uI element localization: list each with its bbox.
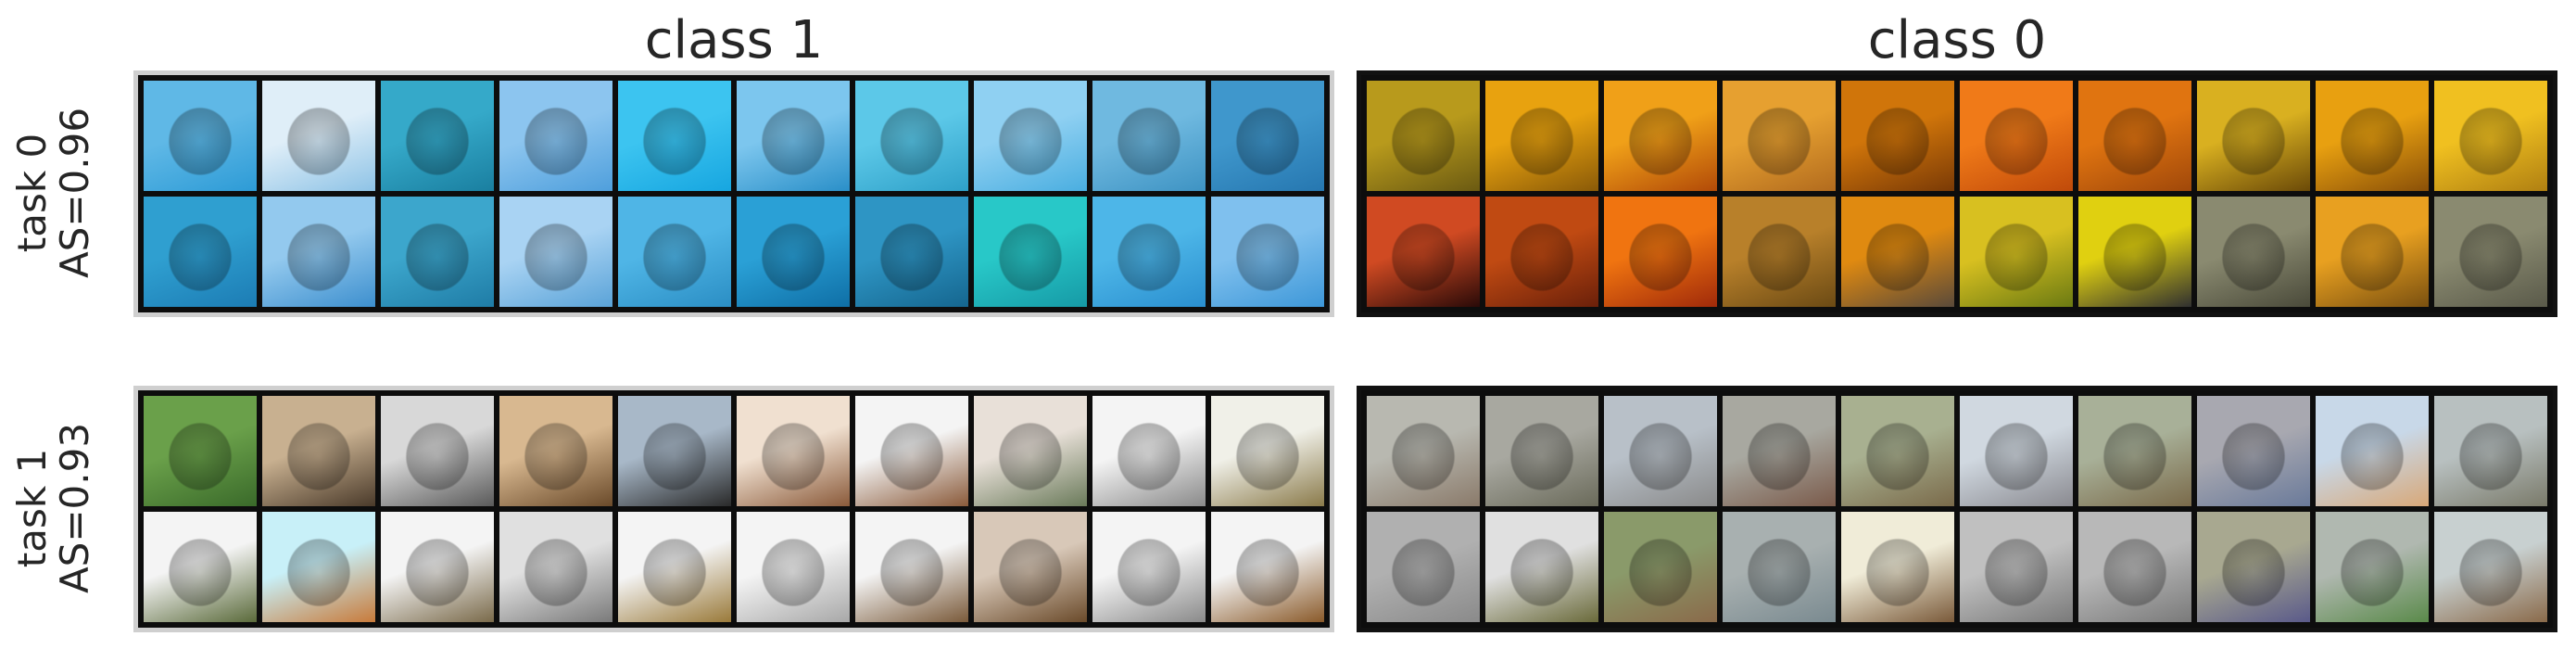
- image-thumbnail: [1960, 81, 2073, 191]
- image-thumbnail: [1841, 396, 1954, 506]
- image-thumbnail: [144, 81, 257, 191]
- image-thumbnail: [737, 81, 850, 191]
- image-thumbnail: [1092, 396, 1206, 506]
- image-thumbnail: [2078, 81, 2191, 191]
- image-thumbnail: [1723, 197, 1836, 307]
- row-label-task-1-text: task 1 AS=0.93: [9, 422, 97, 593]
- image-thumbnail: [1960, 396, 2073, 506]
- column-title-class-0: class 0: [1867, 10, 2047, 70]
- image-thumbnail: [737, 197, 850, 307]
- image-thumbnail: [1211, 81, 1324, 191]
- image-thumbnail: [974, 197, 1087, 307]
- image-thumbnail: [2197, 512, 2310, 622]
- image-thumbnail: [1723, 81, 1836, 191]
- image-thumbnail: [2316, 512, 2429, 622]
- image-thumbnail: [618, 512, 731, 622]
- image-thumbnail: [1211, 396, 1324, 506]
- image-thumbnail: [2197, 197, 2310, 307]
- image-thumbnail: [1485, 197, 1598, 307]
- image-thumbnail: [262, 81, 375, 191]
- image-grid-task-0-class-0: [1357, 70, 2557, 317]
- image-thumbnail: [1211, 512, 1324, 622]
- row-label-task-0-score: AS=0.96: [52, 107, 97, 278]
- image-grid-task-1-class-0: [1357, 386, 2557, 632]
- image-thumbnail: [1092, 512, 1206, 622]
- column-title-class-1: class 1: [644, 10, 824, 70]
- image-thumbnail: [262, 197, 375, 307]
- image-thumbnail: [1604, 81, 1717, 191]
- image-thumbnail: [1367, 396, 1480, 506]
- image-thumbnail: [1092, 81, 1206, 191]
- image-thumbnail: [2316, 197, 2429, 307]
- image-thumbnail: [1211, 197, 1324, 307]
- image-thumbnail: [1723, 396, 1836, 506]
- image-thumbnail: [499, 197, 612, 307]
- image-thumbnail: [855, 512, 968, 622]
- image-thumbnail: [2316, 396, 2429, 506]
- image-thumbnail: [2078, 396, 2191, 506]
- image-thumbnail: [1367, 197, 1480, 307]
- image-thumbnail: [974, 512, 1087, 622]
- image-thumbnail: [2434, 512, 2547, 622]
- image-thumbnail: [262, 396, 375, 506]
- image-thumbnail: [1960, 197, 2073, 307]
- image-thumbnail: [144, 512, 257, 622]
- image-thumbnail: [499, 81, 612, 191]
- row-label-task-1: task 1 AS=0.93: [9, 385, 97, 630]
- image-grid-task-0-class-1: [133, 70, 1334, 317]
- image-thumbnail: [1723, 512, 1836, 622]
- image-thumbnail: [618, 81, 731, 191]
- image-thumbnail: [1841, 197, 1954, 307]
- image-thumbnail: [737, 396, 850, 506]
- image-thumbnail: [2197, 396, 2310, 506]
- image-thumbnail: [1485, 81, 1598, 191]
- image-thumbnail: [1604, 197, 1717, 307]
- image-thumbnail: [1841, 512, 1954, 622]
- row-label-task-1-name: task 1: [9, 448, 55, 567]
- image-thumbnail: [1604, 512, 1717, 622]
- image-thumbnail: [1092, 197, 1206, 307]
- image-thumbnail: [855, 396, 968, 506]
- image-thumbnail: [262, 512, 375, 622]
- image-grid-task-1-class-1: [133, 386, 1334, 632]
- image-thumbnail: [2316, 81, 2429, 191]
- image-thumbnail: [2434, 396, 2547, 506]
- image-thumbnail: [144, 197, 257, 307]
- row-label-task-0-name: task 0: [9, 133, 55, 252]
- image-thumbnail: [144, 396, 257, 506]
- image-thumbnail: [974, 396, 1087, 506]
- row-label-task-0-text: task 0 AS=0.96: [9, 107, 97, 278]
- image-thumbnail: [381, 396, 494, 506]
- image-thumbnail: [855, 197, 968, 307]
- image-thumbnail: [1485, 396, 1598, 506]
- image-thumbnail: [499, 512, 612, 622]
- image-thumbnail: [2434, 197, 2547, 307]
- row-label-task-1-score: AS=0.93: [52, 422, 97, 593]
- image-thumbnail: [974, 81, 1087, 191]
- image-thumbnail: [1367, 512, 1480, 622]
- image-thumbnail: [2078, 197, 2191, 307]
- image-thumbnail: [381, 197, 494, 307]
- image-thumbnail: [618, 396, 731, 506]
- image-thumbnail: [855, 81, 968, 191]
- image-thumbnail: [1485, 512, 1598, 622]
- image-thumbnail: [499, 396, 612, 506]
- image-thumbnail: [1960, 512, 2073, 622]
- image-thumbnail: [618, 197, 731, 307]
- image-thumbnail: [737, 512, 850, 622]
- image-thumbnail: [2434, 81, 2547, 191]
- image-thumbnail: [381, 81, 494, 191]
- image-thumbnail: [1841, 81, 1954, 191]
- image-thumbnail: [1604, 396, 1717, 506]
- row-label-task-0: task 0 AS=0.96: [9, 70, 97, 315]
- image-thumbnail: [2197, 81, 2310, 191]
- image-thumbnail: [1367, 81, 1480, 191]
- image-thumbnail: [2078, 512, 2191, 622]
- image-thumbnail: [381, 512, 494, 622]
